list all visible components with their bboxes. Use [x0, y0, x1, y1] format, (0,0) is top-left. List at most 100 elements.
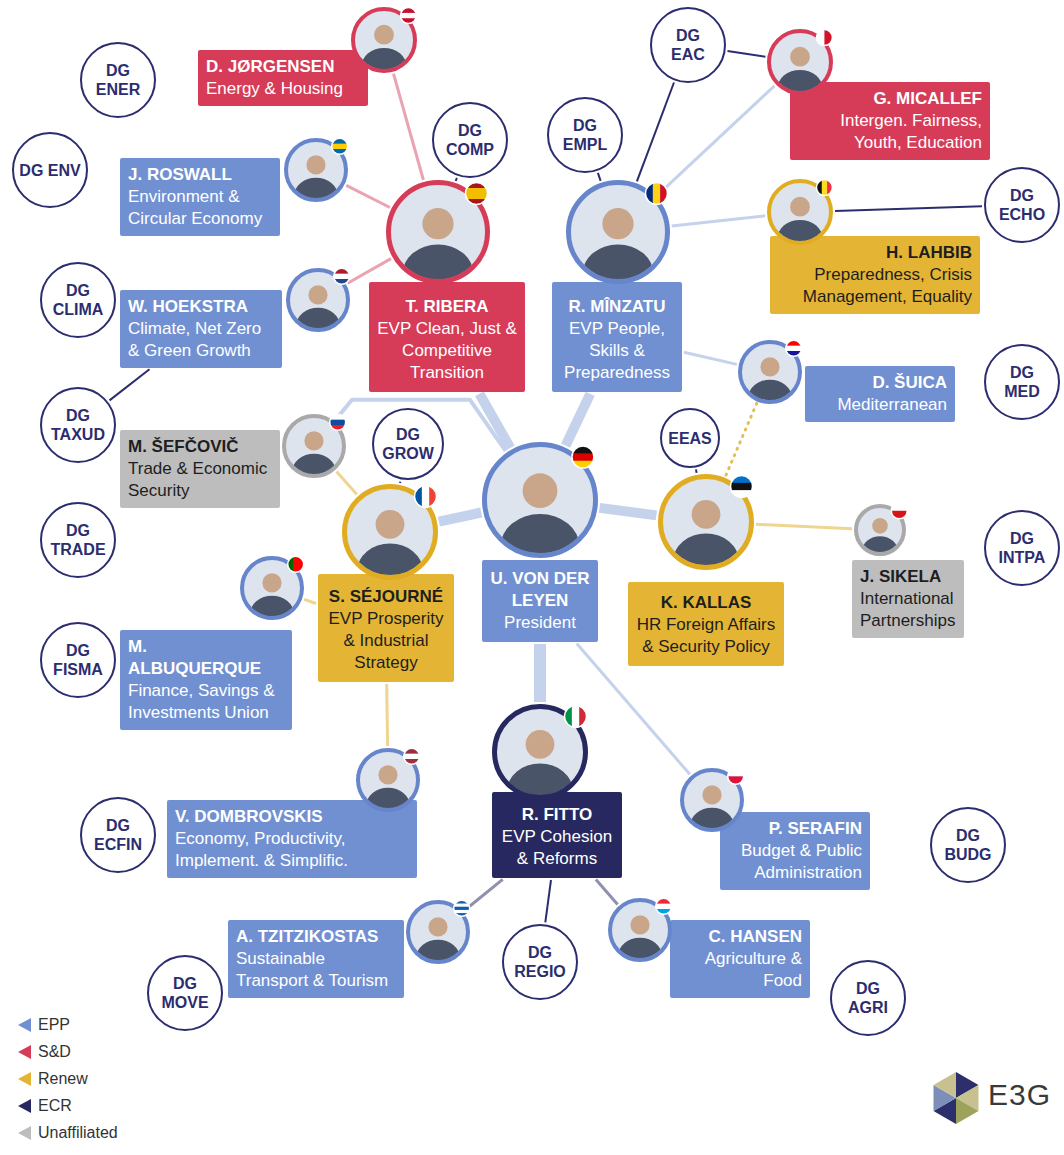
portrait-photo [492, 704, 588, 817]
dg-circle: DG TRADE [40, 502, 116, 578]
commissioner-name: S. SÉJOURNÉ [329, 586, 443, 608]
portrait [351, 7, 417, 73]
legend-text: EPP [38, 1016, 70, 1034]
flag [816, 180, 833, 196]
portfolio: EVP Cohesion & Reforms [500, 826, 614, 870]
portfolio: EVP Clean, Just & Competitive Transition [377, 318, 517, 384]
head [602, 208, 633, 239]
dg-label: DG AGRI [837, 979, 899, 1017]
flag-rim [891, 503, 907, 519]
head [376, 510, 405, 539]
commissioner-box: S. SÉJOURNÉEVP Prosperity & Industrial S… [318, 574, 454, 682]
portfolio: Energy & Housing [206, 78, 343, 100]
commissioner-name: M. ALBUQUERQUE [128, 636, 284, 680]
flag [565, 705, 588, 727]
flag-rim [816, 30, 832, 46]
portfolio: President [504, 612, 576, 634]
dg-circle: DG CLIMA [40, 262, 116, 338]
dg-label: DG ENER [87, 61, 149, 99]
flag-stripe [572, 705, 580, 727]
flag-rim [565, 705, 587, 727]
portrait-photo [767, 29, 833, 107]
portrait [658, 474, 754, 570]
legend-swatch-art [16, 1071, 32, 1087]
flag-rim [645, 183, 667, 205]
portrait-photo [282, 414, 346, 490]
flag-rim [656, 898, 672, 914]
portrait [286, 268, 350, 332]
legend-text: S&D [38, 1043, 71, 1061]
flag-stripe [334, 274, 350, 280]
portrait [492, 704, 588, 800]
flag [404, 748, 420, 765]
dg-label: DG ENV [19, 161, 80, 180]
legend-swatch [18, 1018, 31, 1032]
dg-circle: DG EMPL [547, 97, 623, 173]
commissioner-name: K. KALLAS [661, 592, 752, 614]
dg-label: DG MOVE [154, 974, 216, 1012]
commissioner-box: V. DOMBROVSKISEconomy, Productivity, Imp… [167, 800, 417, 878]
portrait-photo [482, 442, 598, 579]
portfolio: Trade & Economic Security [128, 458, 272, 502]
flag [645, 183, 668, 205]
legend-swatch-art [16, 1125, 32, 1141]
portrait-art [240, 556, 304, 620]
head [526, 730, 555, 759]
commissioner-box: D. ŠUICAMediterranean [805, 366, 955, 422]
flag-stripe [572, 453, 594, 461]
portrait-art [386, 180, 490, 284]
portrait [854, 504, 906, 556]
commissioner-name: H. LAHBIB [886, 242, 972, 264]
flag [816, 30, 833, 46]
commissioner-box: D. JØRGENSENEnergy & Housing [198, 50, 368, 106]
portrait-photo [286, 268, 350, 344]
connector [566, 394, 591, 446]
flag-stripe [822, 180, 828, 196]
portrait-art [282, 414, 346, 478]
portrait [386, 180, 490, 284]
portrait-photo [284, 138, 348, 214]
legend-row: Unaffiliated [16, 1122, 118, 1144]
dg-label: DG ECFIN [87, 816, 149, 854]
portrait-photo [356, 748, 420, 824]
connector [672, 216, 766, 226]
dg-label: DG INTPA [991, 529, 1053, 567]
flag [572, 446, 594, 469]
commissioner-name: U. VON DER LEYEN [490, 568, 590, 612]
connector [637, 83, 674, 182]
flag-rim [404, 748, 420, 764]
portrait [284, 138, 348, 202]
head [428, 917, 447, 936]
portrait-photo [738, 340, 802, 416]
portrait-art [406, 900, 470, 964]
portrait [680, 768, 744, 832]
dg-label: DG TAXUD [47, 406, 109, 444]
portrait-photo [351, 7, 417, 85]
dg-circle: DG BUDG [930, 807, 1006, 883]
dg-circle: DG FISMA [40, 622, 116, 698]
flag [454, 900, 470, 917]
dg-circle: DG REGIO [502, 924, 578, 1000]
portrait-art [738, 340, 802, 404]
connector [385, 684, 389, 746]
portfolio: Sustainable Transport & Tourism [236, 948, 396, 992]
connector [658, 86, 775, 195]
commissioner-box: P. SERAFINBudget & Public Administration [720, 812, 870, 890]
dg-circle: DG MED [984, 344, 1060, 420]
logo-facet [956, 1098, 979, 1124]
dg-label: DG COMP [439, 121, 501, 159]
connector [464, 879, 502, 910]
connector [545, 880, 551, 922]
flag [334, 268, 350, 285]
head [378, 765, 397, 784]
connector [348, 259, 391, 284]
flag-rim [400, 8, 416, 24]
legend-text: Renew [38, 1070, 88, 1088]
dg-circle: DG ECFIN [80, 797, 156, 873]
portrait-photo [240, 556, 304, 632]
portrait-ring [569, 183, 668, 282]
dg-label: DG MED [991, 363, 1053, 401]
head [790, 197, 810, 217]
connector [110, 369, 150, 400]
